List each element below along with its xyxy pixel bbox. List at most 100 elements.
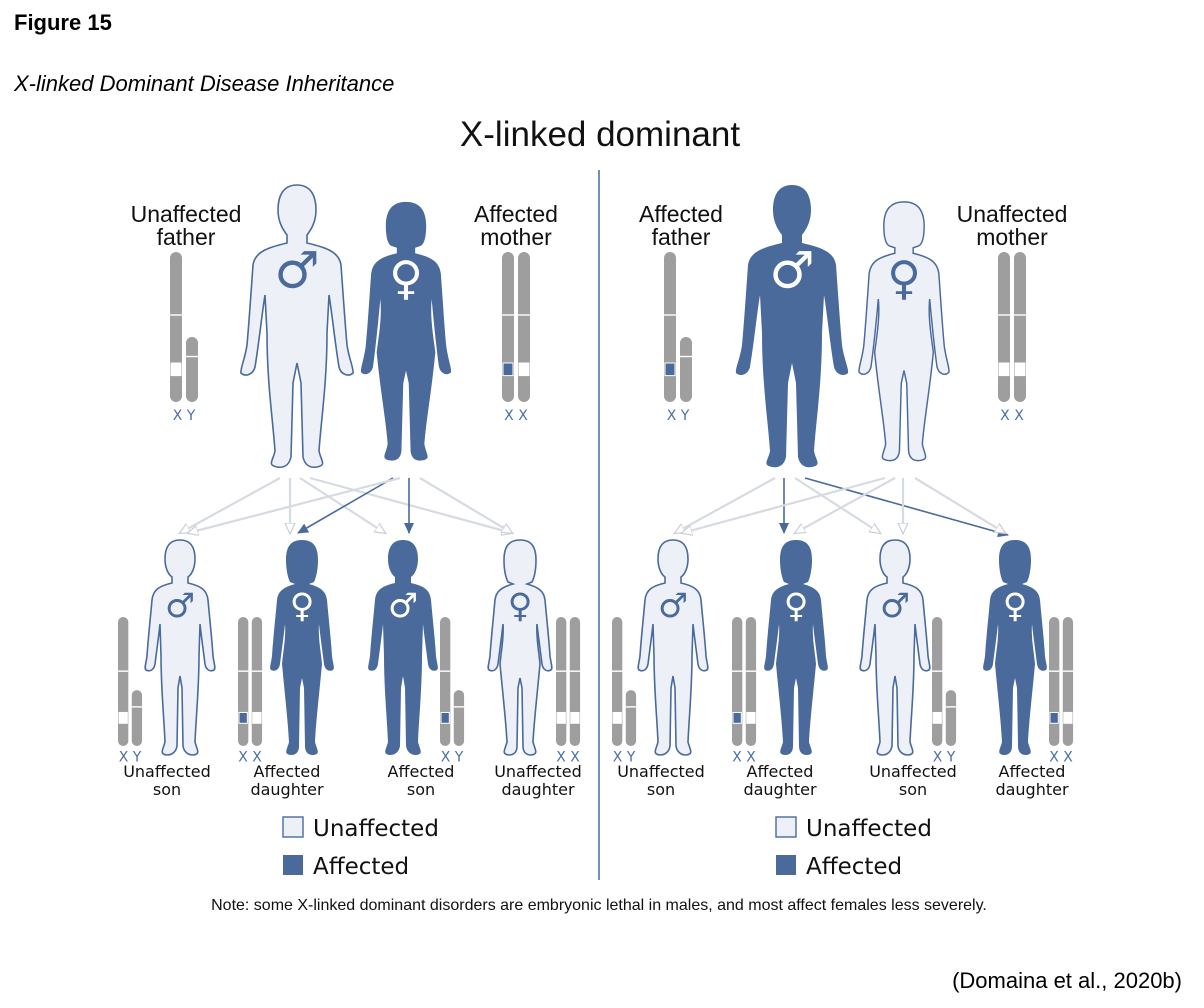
x-chromosome: [612, 617, 623, 746]
child-label: Unaffected: [869, 762, 957, 781]
child-label: son: [647, 780, 675, 799]
affected-band: [502, 362, 514, 377]
x-chromosome: [440, 617, 451, 746]
legend-unaffected-label: Unaffected: [806, 816, 932, 842]
mother-label: mother: [480, 224, 552, 250]
y-chromosome: [186, 337, 198, 402]
man-silhouette: [240, 184, 354, 469]
note-text: Note: some X-linked dominant disorders a…: [211, 897, 987, 914]
affected-band: [238, 711, 248, 724]
y-chromosome: [453, 690, 465, 746]
chromosome-label: X Y: [933, 749, 956, 765]
x-chromosome: [745, 617, 757, 746]
unaffected-band: [252, 711, 262, 724]
boy-silhouette: [368, 540, 438, 755]
unaffected-band: [932, 711, 942, 724]
child-label: daughter: [250, 780, 324, 799]
x-chromosome: [502, 252, 514, 402]
child-chromosomes: X X: [556, 617, 580, 765]
legend-affected-swatch: [283, 855, 303, 875]
chromosome-label: X Y: [667, 408, 690, 424]
unaffected-band: [170, 362, 182, 377]
x-chromosome: [170, 252, 182, 402]
child-label: daughter: [995, 780, 1069, 799]
inheritance-arrow: [682, 476, 886, 533]
child-label: son: [153, 780, 181, 799]
chromosome-label: X Y: [119, 749, 142, 765]
chromosome-label: X Y: [173, 408, 196, 424]
male-symbol-icon: ♂: [165, 586, 195, 625]
mother-figure: ♀: [858, 201, 950, 462]
unaffected-band: [570, 711, 580, 724]
mother-figure: ♀: [360, 201, 452, 461]
father-figure: ♂: [735, 185, 849, 468]
legend-affected-swatch: [776, 855, 796, 875]
child-label: Unaffected: [617, 762, 705, 781]
inheritance-arrow: [309, 476, 512, 533]
male-symbol-icon: ♂: [769, 240, 814, 299]
affected-band: [664, 362, 676, 377]
child-label: son: [407, 780, 435, 799]
mother-chromosomes: X X: [502, 252, 530, 424]
figure-caption: X-linked Dominant Disease Inheritance: [14, 71, 395, 96]
unaffected-band: [612, 711, 622, 724]
male-symbol-icon: ♂: [388, 586, 418, 625]
girl-silhouette: [764, 540, 828, 755]
x-chromosome: [1062, 617, 1074, 746]
child-figure: ♂: [859, 539, 931, 756]
unaffected-band: [556, 711, 566, 724]
inheritance-arrow: [914, 477, 1005, 533]
female-symbol-icon: ♀: [389, 251, 423, 305]
female-symbol-icon: ♀: [290, 586, 315, 625]
mother-label: Unaffected: [957, 201, 1068, 227]
child-label: daughter: [743, 780, 817, 799]
unaffected-band: [118, 711, 128, 724]
child-chromosomes: X X: [732, 617, 756, 765]
y-chromosome: [131, 690, 143, 746]
boy-silhouette: [144, 539, 216, 756]
man-silhouette: [735, 185, 849, 468]
legend-affected-label: Affected: [313, 854, 409, 880]
child-label: Affected: [747, 762, 814, 781]
female-symbol-icon: ♀: [508, 586, 533, 625]
boy-silhouette: [637, 539, 709, 756]
male-symbol-icon: ♂: [658, 586, 688, 625]
father-chromosomes: X Y: [170, 252, 198, 424]
chromosome-label: X Y: [613, 749, 636, 765]
child-chromosomes: X Y: [440, 617, 465, 765]
father-label: father: [157, 224, 216, 250]
inheritance-arrow: [419, 477, 512, 533]
child-figure: ♂: [368, 540, 438, 755]
chromosome-label: X X: [1049, 749, 1073, 765]
legend-unaffected-label: Unaffected: [313, 816, 439, 842]
father-figure: ♂: [240, 184, 354, 469]
affected-band: [440, 711, 450, 724]
inheritance-arrow: [795, 477, 896, 533]
father-label: Unaffected: [131, 201, 242, 227]
inheritance-arrow: [188, 476, 401, 533]
x-chromosome: [569, 617, 581, 746]
mother-chromosomes: X X: [998, 252, 1026, 424]
boy-silhouette: [859, 539, 931, 756]
child-figure: ♀: [983, 540, 1047, 755]
child-chromosomes: X Y: [612, 617, 637, 765]
x-chromosome: [251, 617, 263, 746]
female-symbol-icon: ♀: [1003, 586, 1028, 625]
x-chromosome: [1014, 252, 1026, 402]
female-symbol-icon: ♀: [784, 586, 809, 625]
father-label: Affected: [639, 201, 723, 227]
child-chromosomes: X Y: [932, 617, 957, 765]
child-label: Affected: [254, 762, 321, 781]
male-symbol-icon: ♂: [880, 586, 910, 625]
chromosome-label: X X: [556, 749, 580, 765]
father-label: father: [652, 224, 711, 250]
citation: (Domaina et al., 2020b): [952, 968, 1182, 993]
unaffected-band: [746, 711, 756, 724]
child-figure: ♂: [144, 539, 216, 756]
father-chromosomes: X Y: [664, 252, 692, 424]
inheritance-arrow: [794, 477, 880, 533]
x-chromosome: [556, 617, 567, 746]
